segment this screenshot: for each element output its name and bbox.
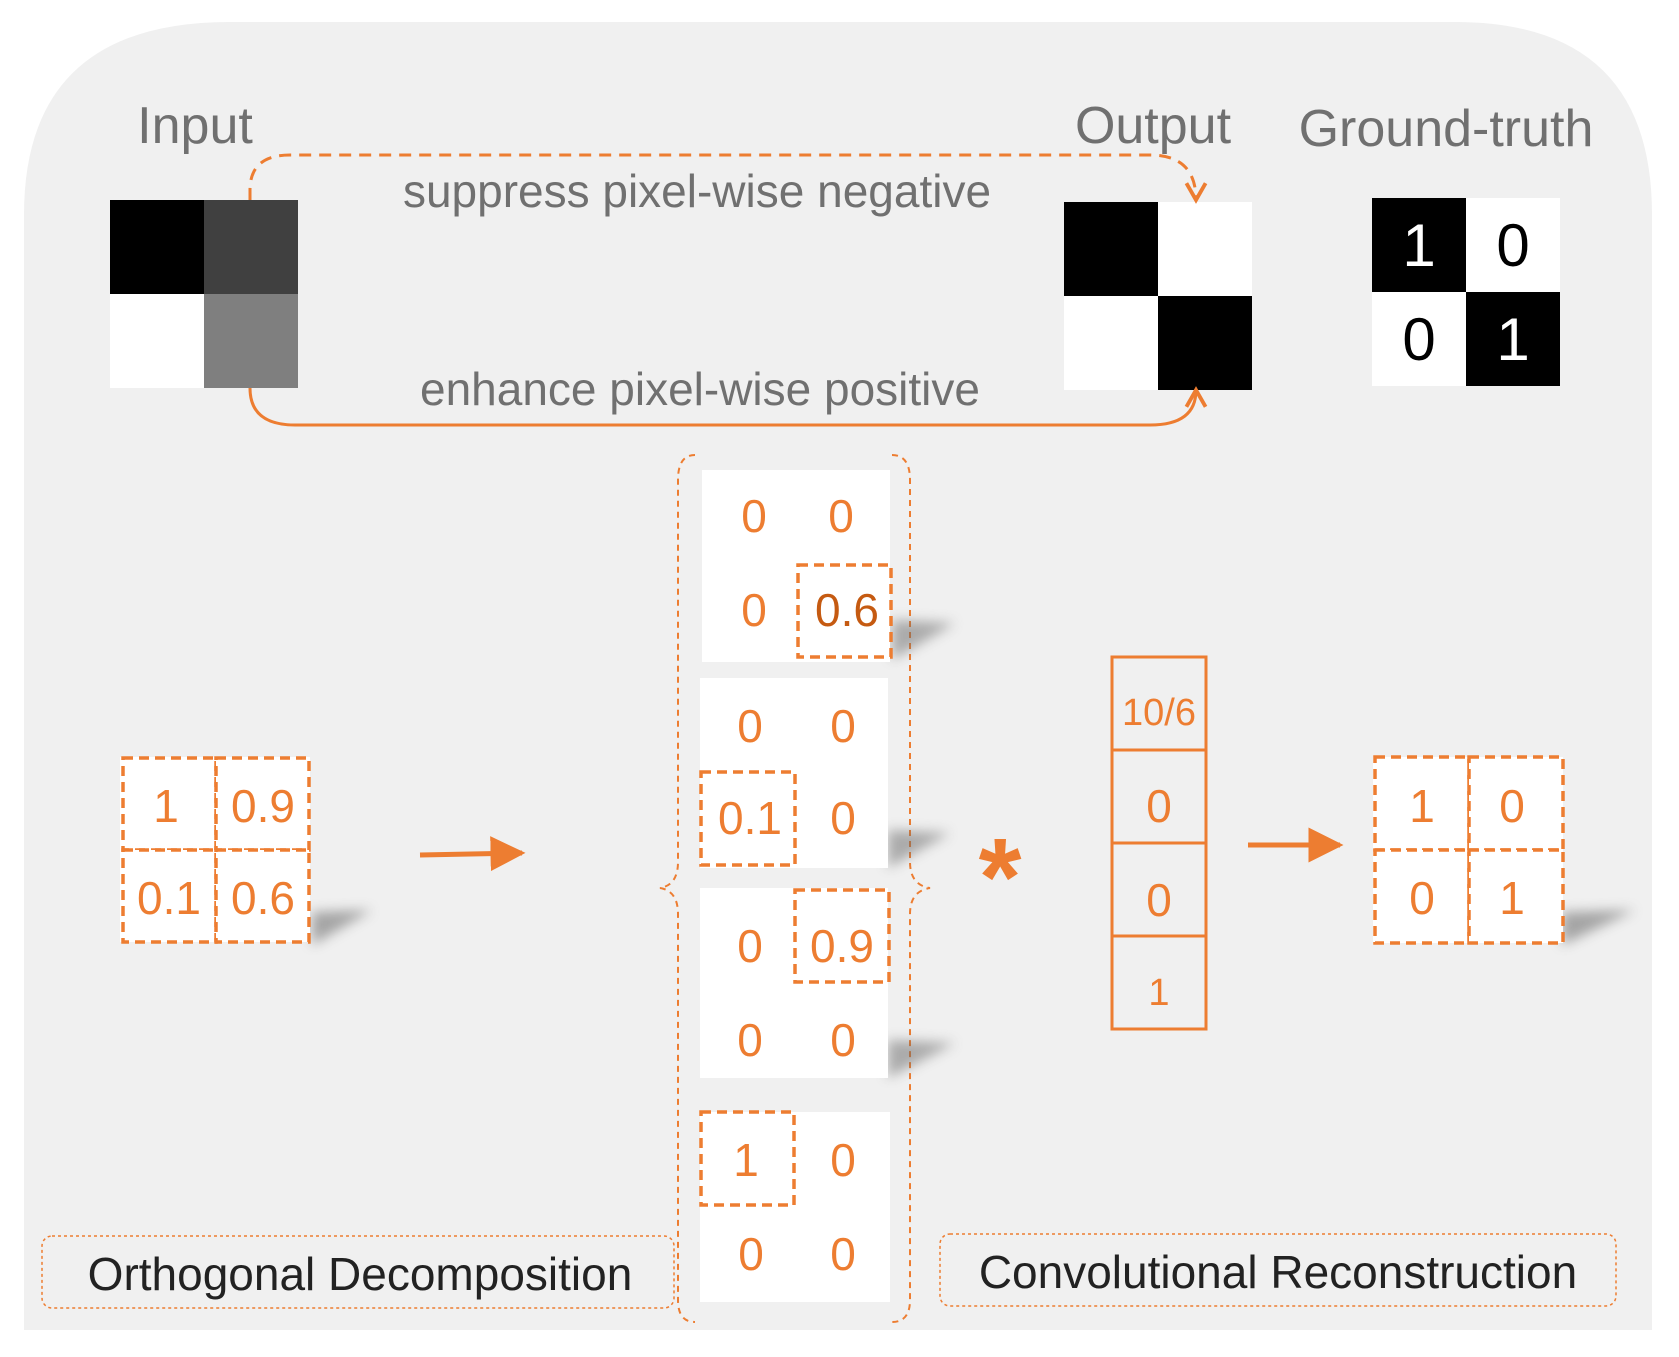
component-3-value-1: 0.9 — [810, 920, 874, 972]
component-4: 1 0 0 0 — [699, 1110, 890, 1302]
ground-truth-grid: 1 0 0 1 — [1372, 198, 1560, 386]
component-3-highlight — [793, 888, 891, 984]
input-values-shadow — [312, 910, 372, 945]
result-cell-3 — [1467, 848, 1565, 945]
output-pixel-1 — [1158, 202, 1252, 296]
input-values-grid: 1 0.9 0.1 0.6 — [120, 756, 311, 944]
left-caption: Orthogonal Decomposition — [88, 1248, 633, 1300]
kernel-value-0: 10/6 — [1122, 692, 1196, 734]
component-1: 0 0 0 0.6 — [702, 470, 893, 662]
component-4-value-2: 0 — [738, 1228, 764, 1280]
component-2-value-1: 0 — [830, 700, 856, 752]
result-cell-0 — [1373, 755, 1471, 852]
convolution-operator: * — [979, 816, 1022, 939]
right-brace — [891, 454, 931, 1323]
component-3: 0 0.9 0 0 — [700, 888, 891, 1078]
output-image-grid — [1064, 202, 1252, 390]
gt-cell-0 — [1372, 198, 1466, 292]
gt-value-1: 0 — [1496, 212, 1529, 279]
component-3-value-3: 0 — [830, 1014, 856, 1066]
component-4-value-0: 1 — [733, 1134, 759, 1186]
component-2: 0 0 0.1 0 — [699, 678, 888, 868]
result-value-3: 1 — [1499, 872, 1525, 924]
input-value-2: 0.1 — [137, 872, 201, 924]
kernel-value-3: 1 — [1148, 972, 1169, 1014]
enhance-arrow — [248, 386, 1208, 427]
input-pixel-3 — [204, 294, 298, 388]
output-pixel-0 — [1064, 202, 1158, 296]
gt-value-3: 1 — [1496, 306, 1529, 373]
left-caption-box — [41, 1235, 675, 1309]
right-caption-box — [939, 1233, 1617, 1307]
enhance-text: enhance pixel-wise positive — [420, 363, 980, 415]
component-1-shadow — [892, 620, 955, 660]
component-2-value-3: 0 — [830, 792, 856, 844]
component-4-highlight — [699, 1110, 796, 1207]
result-shadow — [1562, 910, 1635, 945]
suppress-arrow — [248, 153, 1208, 204]
result-value-0: 1 — [1409, 780, 1435, 832]
input-pixel-0 — [110, 200, 204, 294]
component-1-card — [702, 470, 890, 662]
right-caption: Convolutional Reconstruction — [979, 1246, 1577, 1298]
input-image-grid — [110, 200, 298, 388]
component-4-card — [700, 1112, 890, 1302]
component-1-value-1: 0 — [828, 490, 854, 542]
input-pixel-1 — [204, 200, 298, 294]
result-grid: 1 0 0 1 — [1373, 755, 1565, 945]
left-brace — [659, 454, 696, 1323]
suppress-text: suppress pixel-wise negative — [403, 165, 991, 217]
input-label: Input — [137, 97, 253, 155]
kernel-cell-3 — [1110, 934, 1208, 1031]
component-1-highlight — [796, 563, 893, 659]
kernel-value-2: 0 — [1146, 874, 1172, 926]
gt-cell-3 — [1466, 292, 1560, 386]
gt-cell-1 — [1466, 198, 1560, 292]
component-3-shadow — [888, 1040, 955, 1078]
output-pixel-3 — [1158, 296, 1252, 390]
component-4-value-3: 0 — [830, 1228, 856, 1280]
result-cell-2 — [1373, 848, 1471, 945]
result-value-1: 0 — [1499, 780, 1525, 832]
component-1-value-2: 0 — [741, 584, 767, 636]
input-value-cell-1 — [214, 756, 311, 852]
input-value-3: 0.6 — [231, 872, 295, 924]
component-2-card — [700, 678, 888, 868]
component-4-value-1: 0 — [830, 1134, 856, 1186]
output-pixel-2 — [1064, 296, 1158, 390]
gt-value-0: 1 — [1402, 212, 1435, 279]
gt-cell-2 — [1372, 292, 1466, 386]
gt-value-2: 0 — [1402, 306, 1435, 373]
component-2-shadow — [888, 830, 950, 868]
component-2-value-2: 0.1 — [718, 792, 782, 844]
component-2-value-0: 0 — [737, 700, 763, 752]
component-3-value-0: 0 — [737, 920, 763, 972]
decompose-arrow — [419, 836, 526, 872]
input-value-cell-2 — [121, 848, 218, 944]
kernel-vector: 10/6 0 0 1 — [1110, 655, 1208, 1031]
input-value-cell-3 — [214, 848, 311, 944]
output-label: Output — [1075, 97, 1232, 155]
ground-truth-label: Ground-truth — [1299, 100, 1594, 158]
kernel-value-1: 0 — [1146, 780, 1172, 832]
component-3-value-2: 0 — [737, 1014, 763, 1066]
component-1-value-0: 0 — [741, 490, 767, 542]
result-value-2: 0 — [1409, 872, 1435, 924]
component-1-value-3: 0.6 — [815, 584, 879, 636]
input-value-0: 1 — [153, 780, 179, 832]
input-value-1: 0.9 — [231, 780, 295, 832]
input-pixel-2 — [110, 294, 204, 388]
component-2-highlight — [699, 770, 797, 867]
